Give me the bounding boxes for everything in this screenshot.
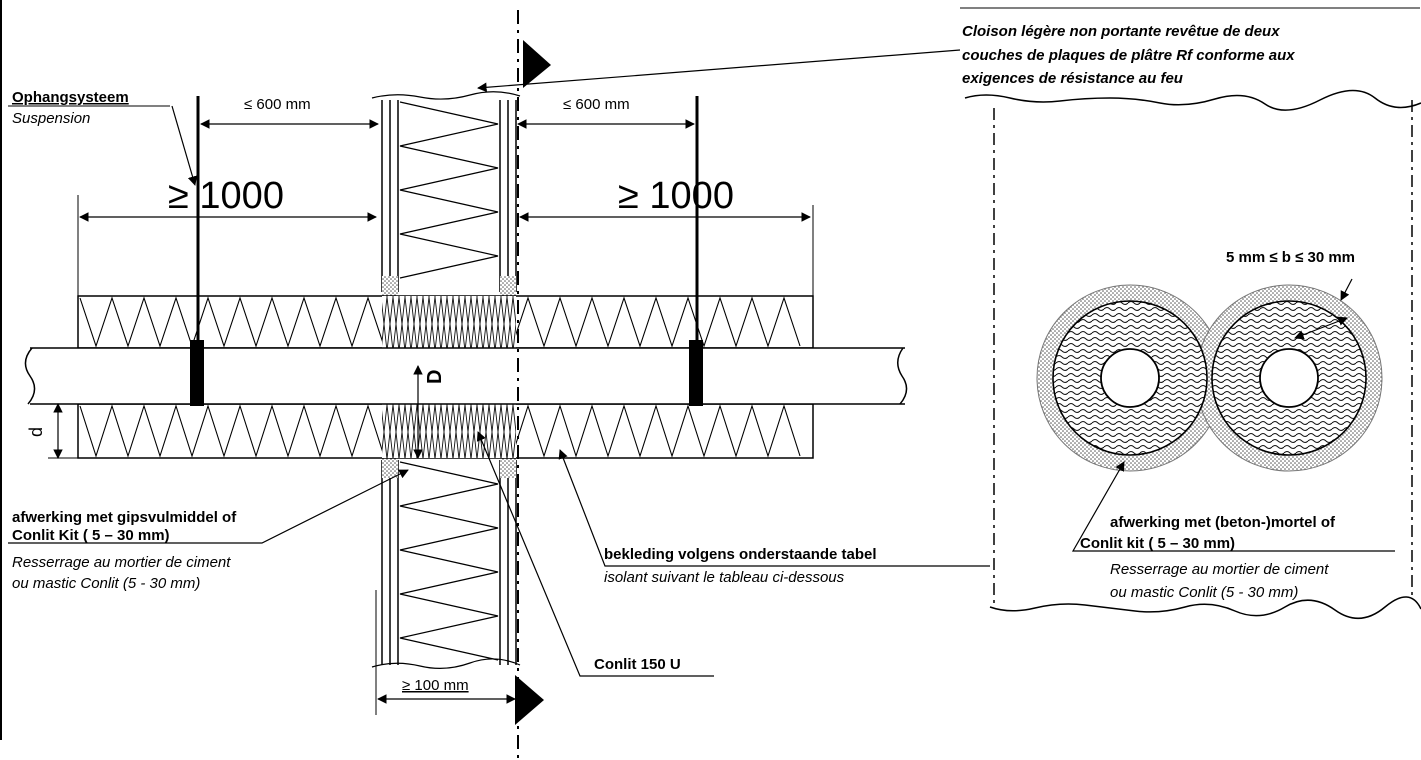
insulation-bottom-band (77, 403, 814, 459)
pipe-diameter-label: D (424, 370, 446, 384)
finishing-nl-line-2: Conlit Kit ( 5 – 30 mm) (12, 527, 170, 544)
hanger-right (689, 96, 703, 406)
cross-section (964, 89, 1421, 619)
cross-finishing-nl-line-2: Conlit kit ( 5 – 30 mm) (1080, 535, 1235, 552)
suspension-label-fr: Suspension (12, 110, 90, 127)
cross-section-leaders (1071, 278, 1395, 552)
gap-label: 5 mm ≤ b ≤ 30 mm (1226, 249, 1355, 266)
filler-plug (500, 458, 516, 478)
pipe (24, 347, 908, 405)
spacing-left-label: ≤ 600 mm (244, 96, 311, 113)
cross-finishing-fr-line-1: Resserrage au mortier de ciment (1110, 561, 1329, 578)
wall-desc-fr-line-1: Cloison légère non portante revêtue de d… (962, 23, 1280, 40)
leader-lines (8, 7, 1420, 677)
cross-finishing-nl-line-1: afwerking met (beton-)mortel of (1110, 514, 1336, 531)
cladding-label-nl: bekleding volgens onderstaande tabel (604, 546, 877, 563)
spacing-right-label: ≤ 600 mm (563, 96, 630, 113)
insulation-top-band (77, 295, 814, 349)
filler-plug (382, 458, 398, 478)
cladding-label-fr: isolant suivant le tableau ci-dessous (604, 569, 845, 586)
dimension-lines (48, 119, 814, 715)
insulation-thickness-label: d (26, 427, 46, 437)
wall-desc-fr-line-3: exigences de résistance au feu (962, 70, 1183, 87)
cross-finishing-fr-line-2: ou mastic Conlit (5 - 30 mm) (1110, 584, 1298, 601)
finishing-fr-line-2: ou mastic Conlit (5 - 30 mm) (12, 575, 200, 592)
suspension-label-nl: Ophangsysteem (12, 89, 129, 106)
finishing-nl-line-1: afwerking met gipsvulmiddel of (12, 509, 237, 526)
section-axis (515, 10, 551, 760)
wall-lower (371, 460, 521, 669)
length-left-label: ≥ 1000 (168, 175, 284, 217)
filler-plug (382, 276, 398, 296)
finishing-fr-line-1: Resserrage au mortier de ciment (12, 554, 231, 571)
wall-desc-fr-line-2: couches de plaques de plâtre Rf conforme… (962, 47, 1295, 64)
length-right-label: ≥ 1000 (618, 175, 734, 217)
wall-thickness-label: ≥ 100 mm (402, 677, 469, 694)
filler-plug (500, 276, 516, 296)
hanger-left (190, 96, 204, 406)
wall-upper (371, 91, 521, 292)
conlit-label: Conlit 150 U (594, 656, 681, 673)
